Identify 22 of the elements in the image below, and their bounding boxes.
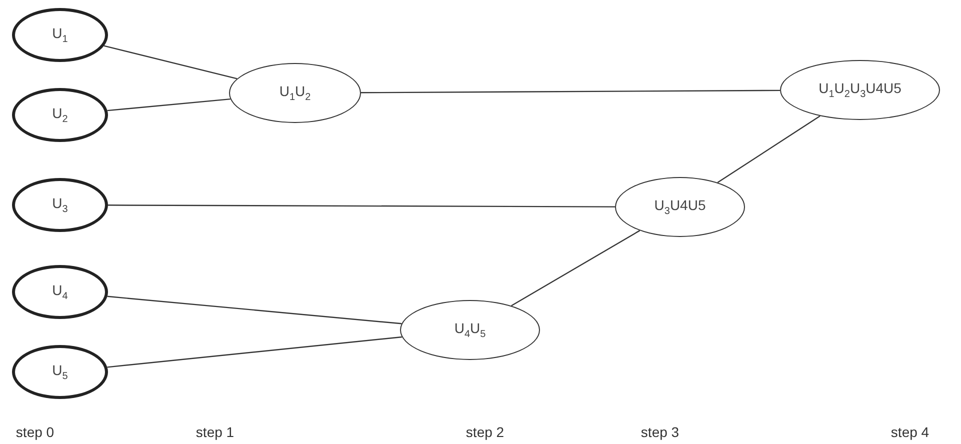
connector-line: [104, 45, 238, 80]
connector-line: [511, 230, 640, 306]
step-label: step 0: [16, 424, 54, 440]
node-label: U$_{5}$: [52, 362, 68, 382]
step-label: step 2: [466, 424, 504, 440]
step-label: step 3: [640, 424, 680, 440]
node-label: U$_{3}$: [52, 195, 68, 215]
step-label: step 1: [196, 424, 234, 440]
connector-line: [108, 204, 615, 208]
node-label: U$_{4}$: [52, 282, 68, 302]
connector-line: [107, 296, 402, 324]
node-label: U$_{2}$: [52, 105, 68, 125]
node-label: U$_{4}$U$_{5}$: [454, 320, 486, 340]
connector-line: [107, 336, 402, 368]
step-label: step 4: [890, 424, 930, 440]
connector-line: [107, 98, 230, 112]
node-label: U$_{3}$U4U5: [654, 197, 706, 217]
node-label: U$_{1}$U$_{2}$U$_{3}$U4U5: [818, 80, 902, 100]
connector-line: [361, 90, 780, 94]
node-label: U$_{1}$: [52, 25, 68, 45]
node-label: U$_{1}$U$_{2}$: [279, 83, 311, 103]
connector-line: [717, 115, 820, 184]
